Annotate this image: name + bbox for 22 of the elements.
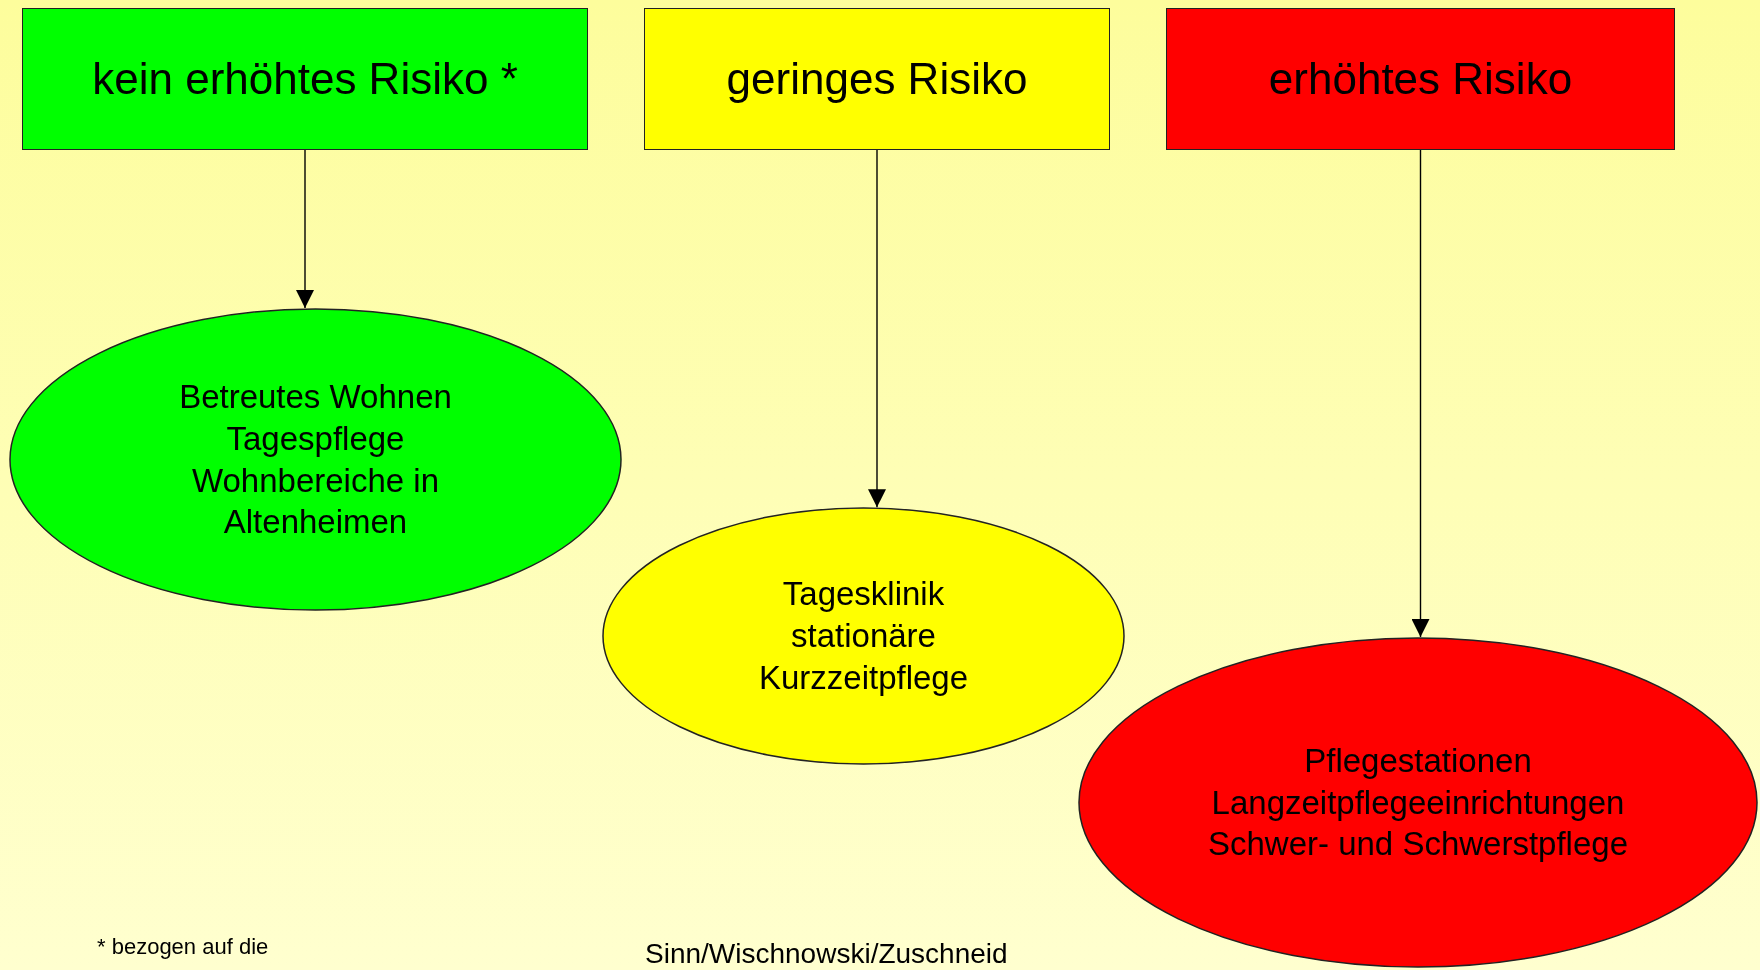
facility-text: Tagespflege — [226, 418, 405, 459]
author-credit: Sinn/Wischnowski/Zuschneid — [645, 938, 1008, 970]
facility-text: Wohnbereiche in Altenheimen — [190, 460, 440, 543]
arrow — [868, 149, 886, 508]
risk-title: erhöhtes Risiko — [1268, 54, 1573, 104]
facility-text: Tagesklinik — [782, 574, 945, 615]
arrow — [1411, 149, 1430, 638]
risk-box — [644, 8, 1110, 150]
facility-text: stationäre Kurzzeitpflege — [757, 616, 970, 698]
facility-ellipse — [9, 308, 622, 611]
facility-text: Langzeitpflegeeinrichtungen — [1211, 782, 1625, 823]
footnote: * bezogen auf die — [97, 934, 269, 960]
risk-box — [22, 8, 588, 150]
facility-text: Pflegestationen — [1304, 740, 1532, 781]
arrow — [296, 149, 314, 309]
risk-title: kein erhöhtes Risiko * — [92, 54, 518, 104]
facility-ellipse — [602, 507, 1125, 765]
facility-ellipse — [1078, 637, 1758, 968]
risk-box — [1166, 8, 1675, 150]
facility-text: Schwer- und Schwerstpflege — [1207, 824, 1628, 865]
risk-title: geringes Risiko — [726, 54, 1028, 104]
facility-text: Betreutes Wohnen — [179, 376, 452, 417]
